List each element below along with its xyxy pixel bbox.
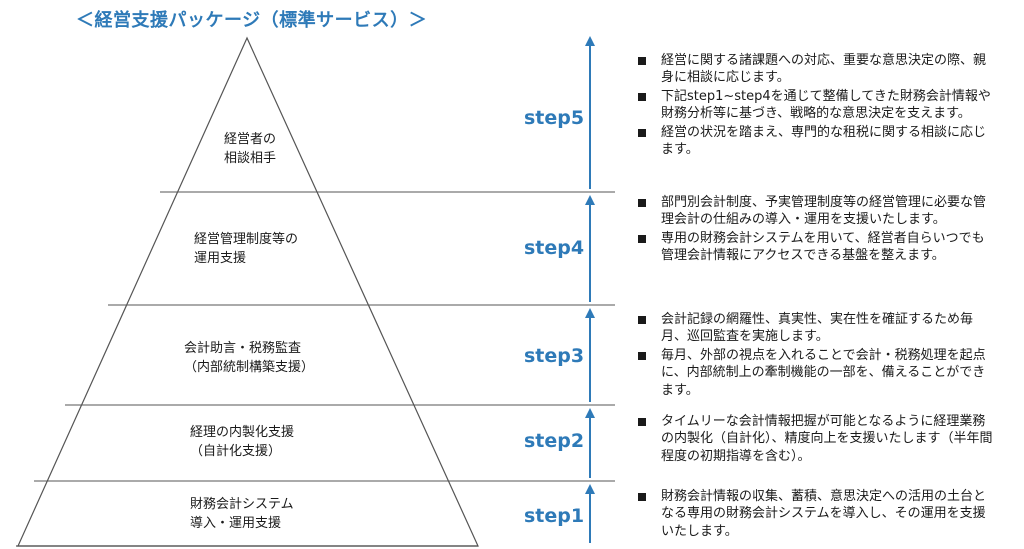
- square-bullet-icon: [638, 199, 646, 207]
- arrow-head-icon: [585, 308, 595, 318]
- square-bullet-icon: [638, 418, 646, 426]
- square-bullet-icon: [638, 92, 646, 101]
- bullet-item: 財務会計情報の収集、蓄積、意思決定への活用の土台となる専用の財務会計システムを導…: [633, 488, 993, 540]
- bullet-item: 部門別会計制度、予実管理制度等の経営管理に必要な管理会計の仕組みの導入・運用を支…: [633, 194, 993, 229]
- square-bullet-icon: [638, 493, 646, 501]
- square-bullet-icon: [638, 57, 646, 65]
- square-bullet-icon: [638, 128, 646, 137]
- page-title: ＜経営支援パッケージ（標準サービス）＞: [76, 10, 428, 31]
- level-label-step4: 経営管理制度等の 運用支援: [194, 232, 299, 266]
- step-label-step1: step1: [524, 505, 585, 527]
- arrow-head-icon: [585, 36, 595, 46]
- description-step3: 会計記録の網羅性、真実性、実在性を確証するため毎月、巡回監査を実施します。 毎月…: [633, 311, 993, 400]
- bullet-text: 毎月、外部の視点を入れることで会計・税務処理を起点に、内部統制上の牽制機能の一部…: [661, 347, 986, 398]
- arrow-head-icon: [585, 484, 595, 494]
- bullet-item: 毎月、外部の視点を入れることで会計・税務処理を起点に、内部統制上の牽制機能の一部…: [633, 347, 993, 399]
- arrow-head-icon: [585, 408, 595, 418]
- step-label-step5: step5: [524, 107, 585, 129]
- bullet-text: 財務会計情報の収集、蓄積、意思決定への活用の土台となる専用の財務会計システムを導…: [661, 489, 987, 539]
- bullet-text: 下記step1~step4を通じて整備してきた財務会計情報や財務分析等に基づき、…: [661, 88, 991, 122]
- level-label-step2: 経理の内製化支援 （自計化支援）: [190, 425, 295, 459]
- bullet-text: 経営の状況を踏まえ、専門的な租税に関する相談に応じます。: [661, 124, 987, 158]
- bullet-text: 会計記録の網羅性、真実性、実在性を確証するため毎月、巡回監査を実施します。: [661, 312, 974, 345]
- level-label-step1: 財務会計システム 導入・運用支援: [190, 497, 294, 531]
- square-bullet-icon: [638, 234, 646, 243]
- step-label-step3: step3: [524, 345, 585, 367]
- bullet-item: タイムリーな会計情報把握が可能となるように経理業務の内製化（自計化）、精度向上を…: [633, 413, 993, 465]
- description-step5: 経営に関する諸課題への対応、重要な意思決定の際、親身に相談に応じます。 下記st…: [633, 52, 993, 159]
- bullet-text: タイムリーな会計情報把握が可能となるように経理業務の内製化（自計化）、精度向上を…: [661, 414, 993, 464]
- step-label-step2: step2: [524, 430, 585, 452]
- description-step4: 部門別会計制度、予実管理制度等の経営管理に必要な管理会計の仕組みの導入・運用を支…: [633, 194, 993, 266]
- description-step1: 財務会計情報の収集、蓄積、意思決定への活用の土台となる専用の財務会計システムを導…: [633, 488, 993, 541]
- bullet-item: 経営の状況を踏まえ、専門的な租税に関する相談に応じます。: [633, 124, 993, 159]
- step-label-step4: step4: [524, 237, 585, 259]
- bullet-item: 経営に関する諸課題への対応、重要な意思決定の際、親身に相談に応じます。: [633, 52, 993, 87]
- bullet-item: 会計記録の網羅性、真実性、実在性を確証するため毎月、巡回監査を実施します。: [633, 311, 993, 346]
- bullet-text: 経営に関する諸課題への対応、重要な意思決定の際、親身に相談に応じます。: [661, 53, 987, 86]
- bullet-text: 専用の財務会計システムを用いて、経営者自らいつでも管理会計情報にアクセスできる基…: [661, 230, 985, 264]
- level-label-step3: 会計助言・税務監査 （内部統制構築支援）: [184, 341, 315, 375]
- square-bullet-icon: [638, 316, 646, 324]
- bullet-item: 下記step1~step4を通じて整備してきた財務会計情報や財務分析等に基づき、…: [633, 88, 993, 123]
- pyramid-outline: [17, 36, 479, 547]
- bullet-item: 専用の財務会計システムを用いて、経営者自らいつでも管理会計情報にアクセスできる基…: [633, 230, 993, 265]
- bullet-text: 部門別会計制度、予実管理制度等の経営管理に必要な管理会計の仕組みの導入・運用を支…: [661, 195, 987, 228]
- arrow-head-icon: [585, 195, 595, 205]
- level-label-step5: 経営者の 相談相手: [224, 132, 277, 166]
- description-step2: タイムリーな会計情報把握が可能となるように経理業務の内製化（自計化）、精度向上を…: [633, 413, 993, 466]
- square-bullet-icon: [638, 351, 646, 360]
